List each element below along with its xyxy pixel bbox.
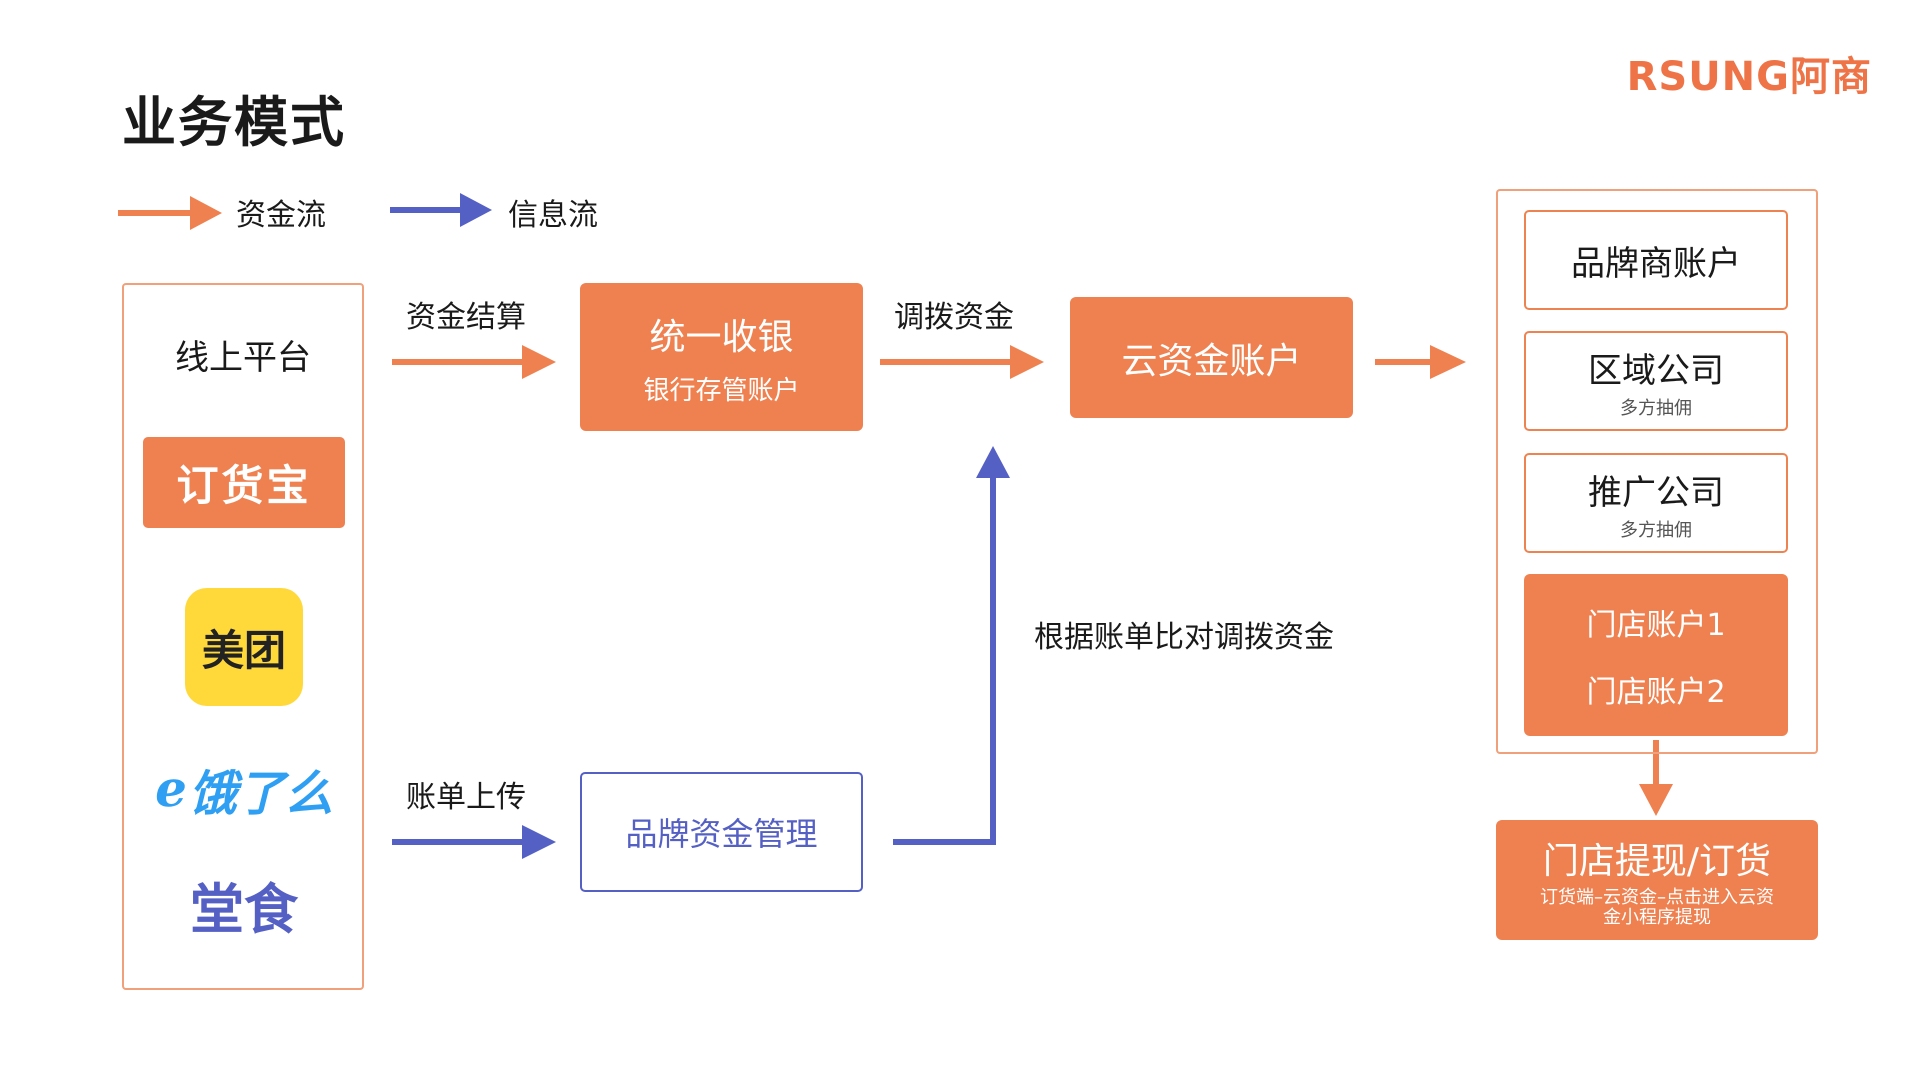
platform-column: 线上平台 订货宝 美团 ℯ 饿了么 堂食 (122, 283, 364, 990)
arrow-to-accounts (1375, 345, 1466, 379)
store2-title: 门店账户2 (1586, 674, 1726, 710)
account-promotion: 推广公司 多方抽佣 (1524, 453, 1788, 553)
eleme-text: 饿了么 (188, 766, 333, 822)
account-stores: 门店账户1 门店账户2 (1524, 574, 1788, 736)
node-brand-fund-mgmt: 品牌资金管理 (580, 772, 863, 892)
regional-title: 区域公司 (1588, 350, 1724, 391)
edge-label-reconcile: 根据账单比对调拨资金 (1034, 620, 1334, 655)
withdraw-title: 门店提现/订货 (1542, 841, 1772, 882)
legend-money-arrow (118, 196, 222, 230)
platform-tangshi-logo: 堂食 (190, 877, 298, 941)
accounts-container (1496, 189, 1818, 754)
account-regional: 区域公司 多方抽佣 (1524, 331, 1788, 431)
page-title: 业务模式 (122, 91, 346, 154)
arrow-settlement (392, 345, 556, 379)
brand-owner-title: 品牌商账户 (1571, 243, 1741, 284)
withdraw-subtitle-1: 订货端–云资金–点击进入云资 (1540, 887, 1774, 908)
node-unified-cashier: 统一收银 银行存管账户 (580, 283, 863, 431)
store1-title: 门店账户1 (1586, 607, 1726, 643)
arrow-reconcile (893, 446, 1010, 845)
legend-info-arrow (390, 193, 492, 227)
edge-label-bill-upload: 账单上传 (406, 780, 526, 815)
promotion-title: 推广公司 (1588, 472, 1724, 513)
legend-info-label: 信息流 (508, 198, 598, 233)
platform-eleme-logo: ℯ 饿了么 (138, 755, 350, 823)
node-withdraw: 门店提现/订货 订货端–云资金–点击进入云资 金小程序提现 (1496, 820, 1818, 940)
account-brand-owner: 品牌商账户 (1524, 210, 1788, 310)
legend-money-label: 资金流 (236, 198, 326, 233)
edge-label-settlement: 资金结算 (406, 300, 526, 335)
platform-meituan-logo: 美团 (185, 588, 303, 706)
platform-dinghuobao-logo: 订货宝 (143, 437, 345, 528)
unified-cashier-subtitle: 银行存管账户 (643, 375, 800, 406)
platform-header: 线上平台 (175, 338, 311, 378)
regional-subtitle: 多方抽佣 (1620, 397, 1692, 419)
promotion-subtitle: 多方抽佣 (1620, 519, 1692, 541)
arrow-allocate (880, 345, 1044, 379)
cloud-account-title: 云资金账户 (1121, 340, 1302, 382)
node-cloud-account: 云资金账户 (1070, 297, 1353, 418)
withdraw-subtitle-2: 金小程序提现 (1603, 907, 1711, 928)
edge-label-allocate: 调拨资金 (894, 300, 1014, 335)
brand-logo: RSUNG阿商 (1626, 54, 1872, 100)
arrow-withdraw (1639, 740, 1673, 816)
arrow-bill-upload (392, 825, 556, 859)
unified-cashier-title: 统一收银 (649, 316, 794, 358)
eleme-e-icon: ℯ (155, 760, 187, 818)
brand-fund-mgmt-title: 品牌资金管理 (625, 815, 818, 853)
